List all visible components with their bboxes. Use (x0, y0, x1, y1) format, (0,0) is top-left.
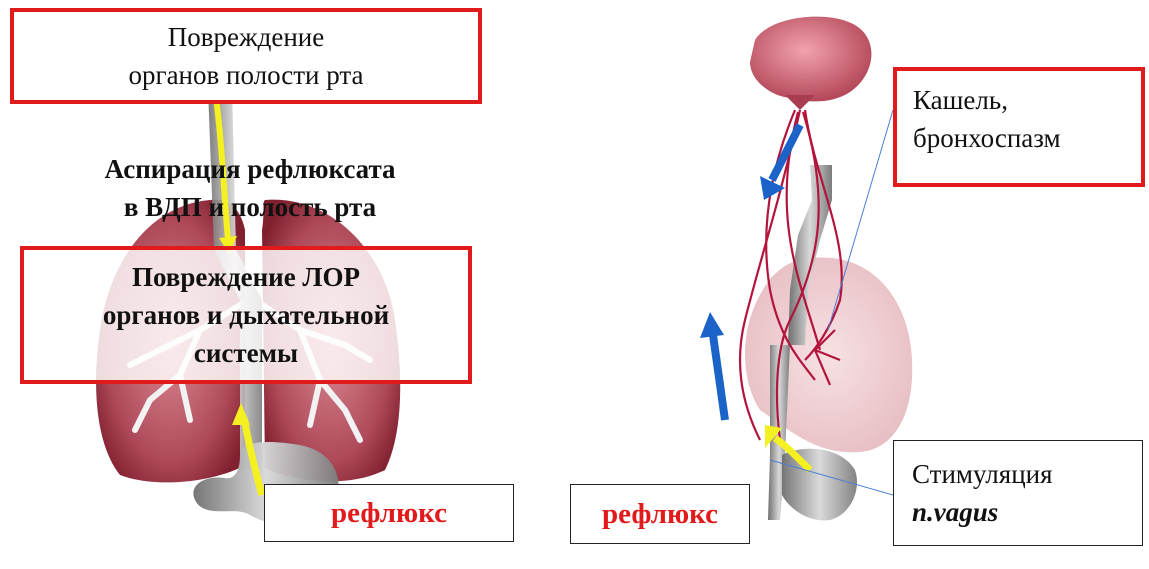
vagus-line1: Стимуляция (912, 455, 1142, 493)
brain-illustration (750, 17, 871, 102)
ent-damage-line3: системы (194, 334, 298, 372)
vagus-line2: n.vagus (912, 493, 1142, 531)
ent-damage-line1: Повреждение ЛОР (132, 258, 360, 296)
right-reflux-label: рефлюкс (602, 498, 718, 531)
right-reflux-box: рефлюкс (570, 484, 750, 544)
aspiration-line1: Аспирация рефлюксата (104, 150, 395, 188)
cough-line1: Кашель, (913, 81, 1141, 119)
cough-line2: бронхоспазм (913, 119, 1141, 157)
ent-damage-line2: органов и дыхательной (103, 296, 389, 334)
vagus-box: Стимуляция n.vagus (893, 440, 1143, 546)
cough-box: Кашель, бронхоспазм (893, 67, 1145, 187)
oral-damage-line2: органов полости рта (129, 56, 364, 94)
oral-damage-line1: Повреждение (168, 18, 325, 56)
aspiration-label: Аспирация рефлюксата в ВДП и полость рта (40, 150, 460, 226)
right-anatomy-illustration (700, 17, 912, 521)
ent-damage-box: Повреждение ЛОР органов и дыхательной си… (20, 246, 472, 384)
right-stomach-illustration (782, 449, 857, 521)
left-reflux-label: рефлюкс (331, 497, 447, 530)
left-reflux-box: рефлюкс (264, 484, 514, 542)
blue-arrow-up (713, 335, 725, 420)
aspiration-line2: в ВДП и полость рта (124, 188, 376, 226)
oral-damage-box: Повреждение органов полости рта (10, 8, 482, 104)
